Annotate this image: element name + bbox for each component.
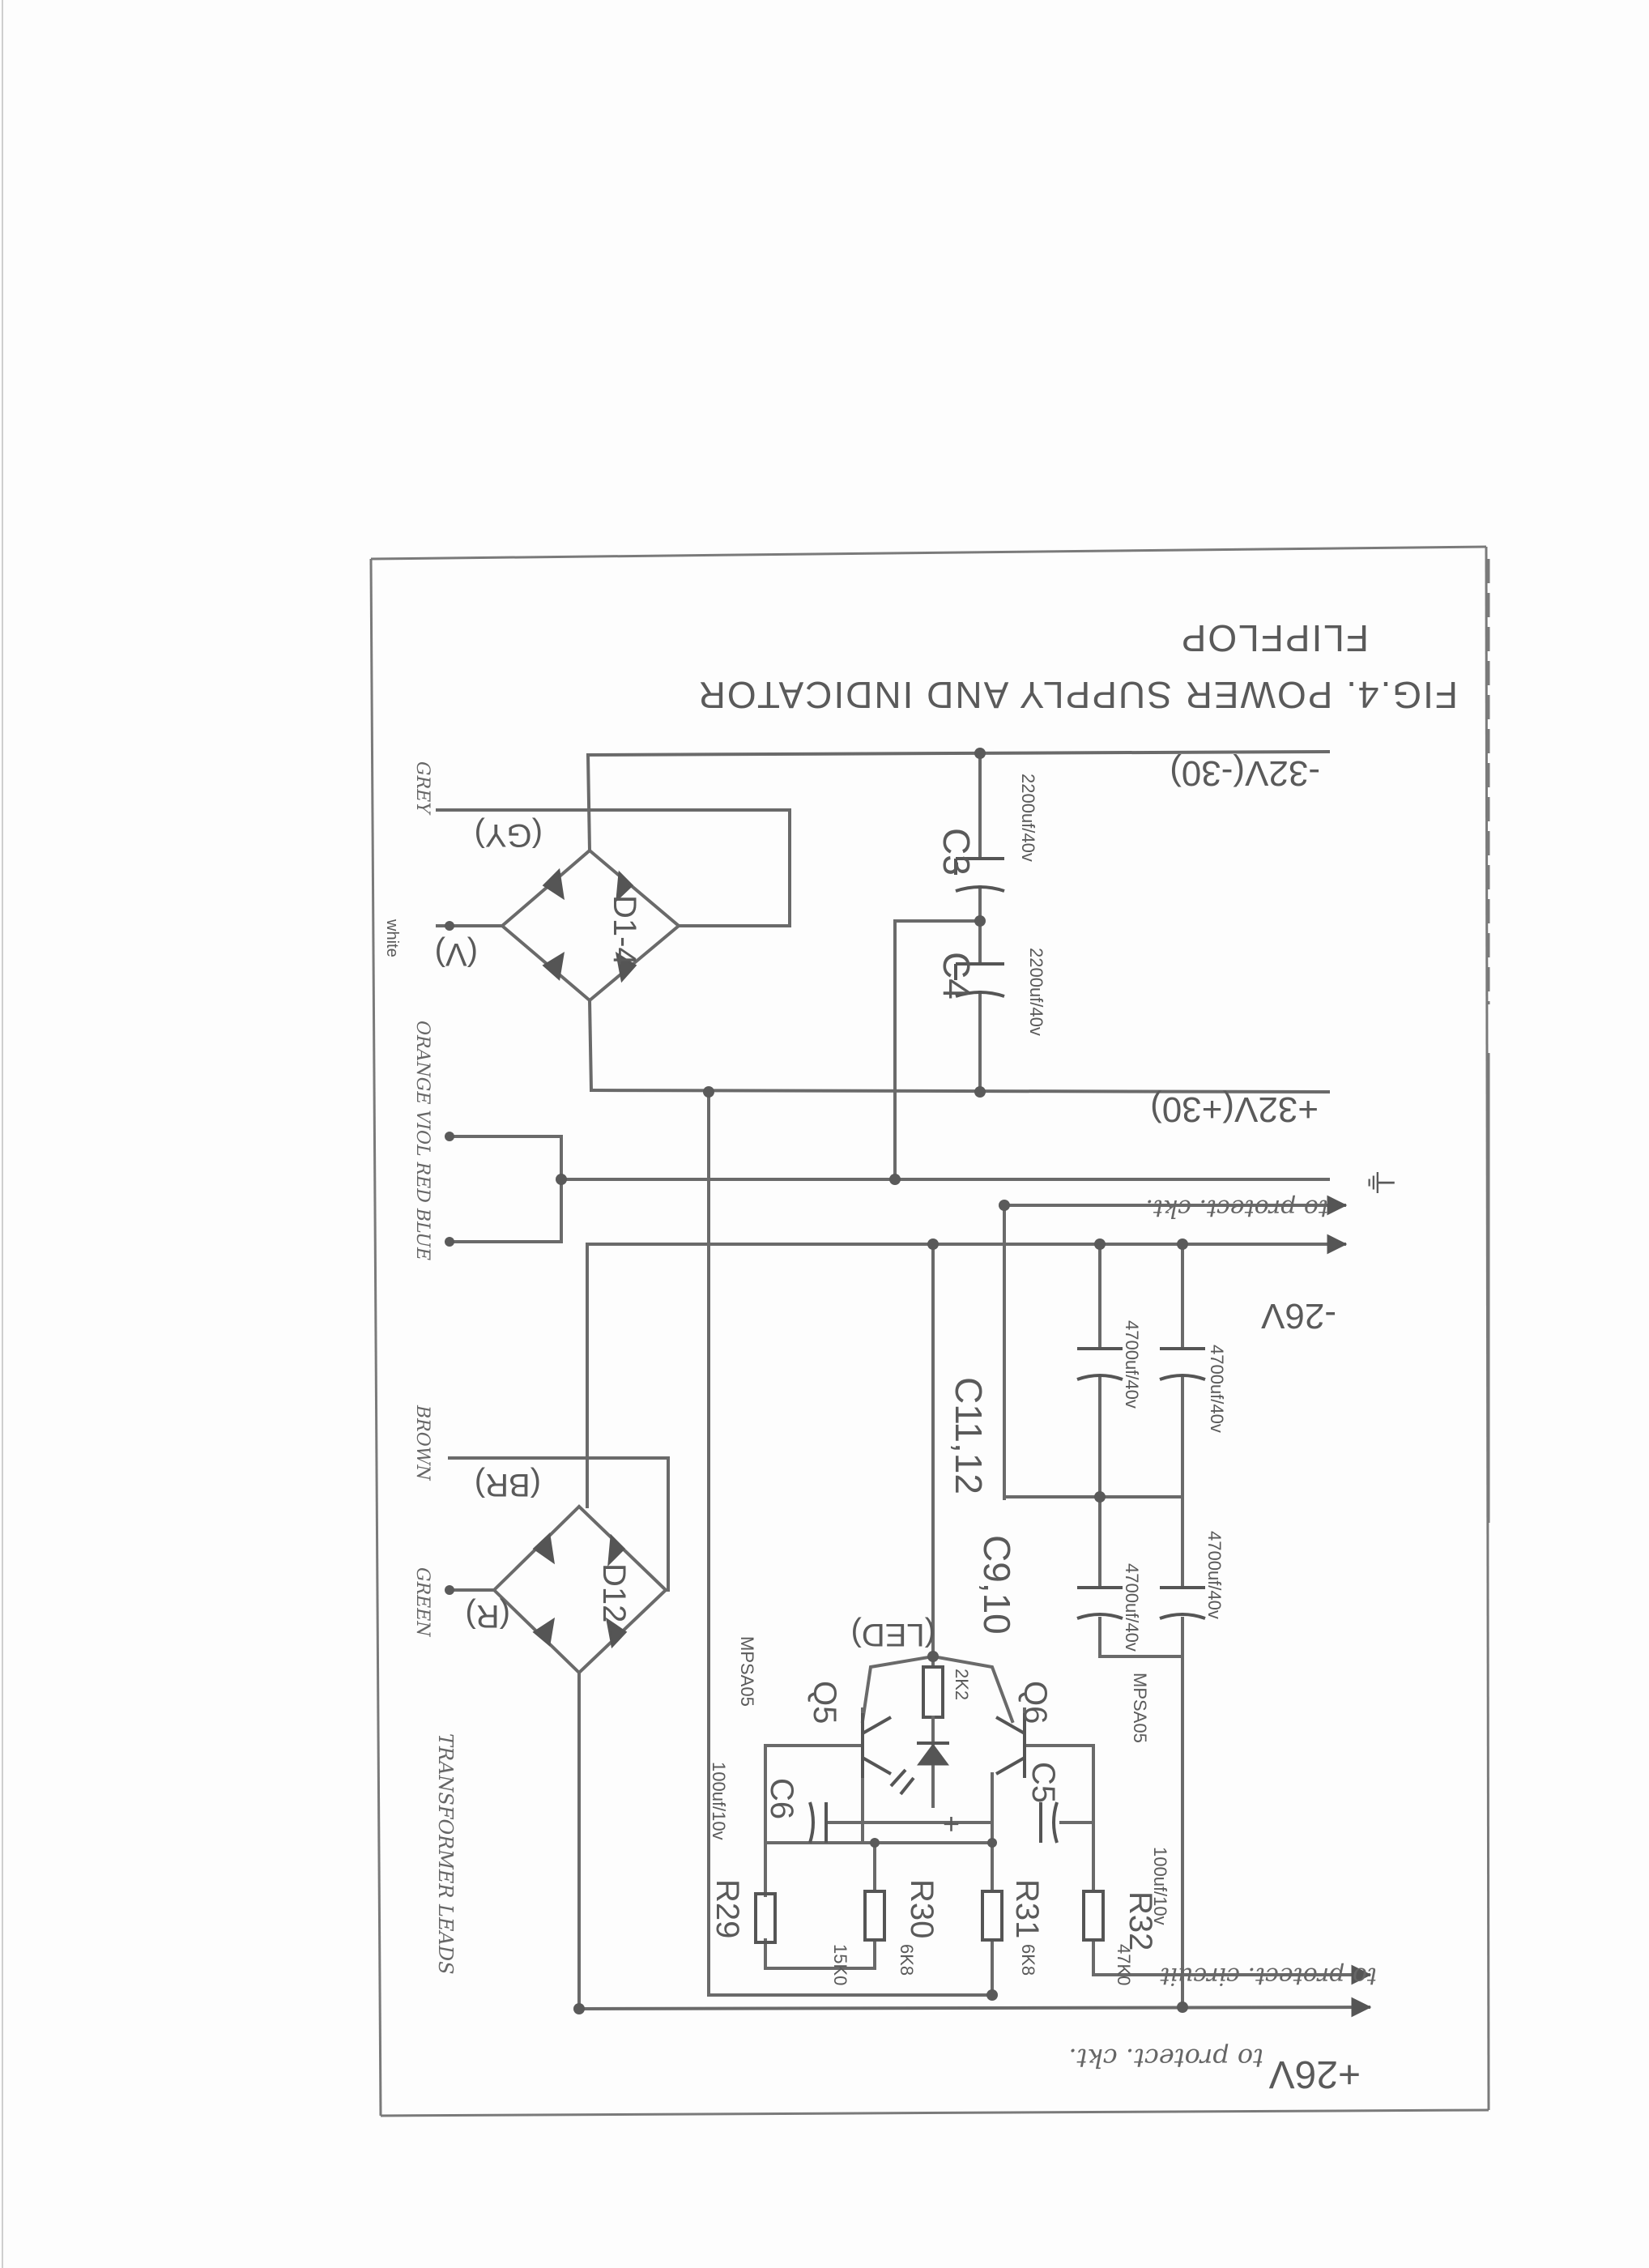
wiring xyxy=(436,749,1371,2011)
arrow-to-protect xyxy=(1327,1195,1348,1216)
capacitor-c9-symbol xyxy=(1076,1586,1123,1620)
capacitor-c5-label: C5 xyxy=(1025,1762,1061,1803)
bridge-d12-label: D12 xyxy=(596,1563,632,1622)
to-protect-label-upper: to protect. ckt. xyxy=(1145,1194,1328,1222)
capacitor-c3-label: C3 xyxy=(935,828,978,876)
junction-dots xyxy=(445,748,1188,2014)
capacitor-c4-value: 2200uf/40v xyxy=(1026,948,1046,1036)
capacitor-c12-symbol xyxy=(1159,1347,1206,1381)
wire-color-white: white xyxy=(383,919,401,957)
resistor-r32-label: R32 xyxy=(1123,1891,1158,1950)
resistor-r30-value: 6K8 xyxy=(897,1944,917,1976)
resistor-r29-symbol xyxy=(754,1892,777,1944)
rail-label-neg26: -26V xyxy=(1260,1296,1336,1336)
bridge-d12-diodes xyxy=(532,1532,628,1649)
capacitor-c11-12-label: C11,12 xyxy=(948,1377,990,1494)
diode-icon xyxy=(605,1617,628,1649)
resistor-2k2-symbol xyxy=(922,1665,944,1719)
capacitor-c9-value: 4700uf/40v xyxy=(1122,1563,1142,1652)
capacitor-c6-label: C6 xyxy=(764,1778,799,1819)
diode-icon xyxy=(616,870,634,902)
arrow-pos26 xyxy=(1351,1997,1372,2018)
resistor-r29-label: R29 xyxy=(709,1879,745,1938)
diode-icon xyxy=(532,1532,556,1565)
transistor-q6-type: MPSA05 xyxy=(1130,1673,1150,1743)
transistor-q6-label: Q6 xyxy=(1017,1681,1053,1724)
transistor-q6-symbol xyxy=(995,1713,1026,1778)
lead-r-label: (R) xyxy=(465,1598,510,1634)
lead-br-label: (BR) xyxy=(475,1467,541,1503)
capacitor-c6-symbol xyxy=(808,1801,828,1844)
capacitor-c4-symbol xyxy=(954,962,1005,998)
wire-color-grey: GREY xyxy=(412,761,432,816)
rail-label-pos32: +32V(+30) xyxy=(1150,1089,1319,1129)
resistor-r31-value: 6K8 xyxy=(1018,1944,1038,1976)
capacitor-c12-value: 4700uf/40v xyxy=(1207,1345,1227,1433)
transistor-q5-symbol xyxy=(861,1713,892,1778)
diode-icon xyxy=(542,868,565,901)
rail-label-pos26: +26V xyxy=(1269,2053,1361,2095)
rail-label-neg32: -32V(-30) xyxy=(1170,753,1320,793)
diode-icon xyxy=(542,952,565,981)
figure-title: FIG.4. POWER SUPPLY AND INDICATOR xyxy=(697,674,1458,716)
figure-subtitle: FLIPFLOP xyxy=(1180,617,1369,659)
led-symbol xyxy=(889,1716,949,1808)
resistor-2k2-value: 2K2 xyxy=(952,1669,972,1700)
resistor-r29-value: 15K0 xyxy=(830,1944,850,1985)
diode-icon xyxy=(615,951,637,983)
capacitor-c3-symbol xyxy=(954,857,1005,893)
capacitor-c10-symbol xyxy=(1159,1586,1206,1620)
diode-icon xyxy=(607,1533,626,1567)
wire-color-brown: BROWN xyxy=(412,1405,432,1481)
capacitor-c4-label: C4 xyxy=(935,952,978,1000)
resistor-r31-label: R31 xyxy=(1009,1879,1045,1938)
ground-symbol-icon: ⏚ xyxy=(1361,1166,1397,1199)
to-protect-label-lower: to protect. ckt. xyxy=(1068,2043,1263,2074)
bridge-d1-4-diodes xyxy=(542,868,637,983)
arrow-neg26 xyxy=(1327,1234,1348,1255)
to-protect-circuit-label: to protect. circuit xyxy=(1160,1962,1377,1990)
capacitor-c3-value: 2200uf/40v xyxy=(1018,774,1038,862)
lead-v-label: (V) xyxy=(435,936,478,972)
transistor-q5-label: Q5 xyxy=(807,1681,842,1724)
lead-gy-label: (GY) xyxy=(475,817,543,853)
transformer-leads-label: TRANSFORMER LEADS xyxy=(434,1733,457,1975)
bridge-d1-4-label: D1-4 xyxy=(607,895,642,966)
arrow-to-protect-circuit xyxy=(1351,1964,1372,1985)
wire-color-orange-violet-red-blue: ORANGE VIOL RED BLUE xyxy=(412,1021,432,1260)
resistor-r30-label: R30 xyxy=(904,1879,940,1938)
transistor-q5-type: MPSA05 xyxy=(737,1636,757,1707)
capacitor-c9-10-label: C9,10 xyxy=(976,1535,1018,1635)
led-label: (LED) xyxy=(851,1617,935,1652)
capacitor-c5-value: 100uf/10v xyxy=(1150,1847,1170,1925)
schematic-labels: FIG.4. POWER SUPPLY AND INDICATOR FLIPFL… xyxy=(383,617,1458,2095)
drawing-frame xyxy=(369,545,1490,2117)
resistor-r32-value: 47K0 xyxy=(1114,1944,1134,1985)
resistor-r32-symbol xyxy=(1082,1890,1105,1942)
capacitor-c11-value: 4700uf/40v xyxy=(1122,1320,1142,1409)
resistor-r30-symbol xyxy=(863,1890,886,1942)
capacitor-c6-value: 100uf/10v xyxy=(709,1762,729,1840)
resistor-r31-symbol xyxy=(981,1890,1003,1942)
capacitor-c5-symbol xyxy=(1039,1801,1059,1844)
diode-icon xyxy=(532,1617,556,1647)
capacitor-c10-value: 4700uf/40v xyxy=(1204,1531,1225,1619)
capacitor-c11-symbol xyxy=(1076,1347,1123,1381)
rail-arrows xyxy=(1327,1195,1372,2018)
led-plus-sign: + xyxy=(943,1808,960,1841)
wire-color-green: GREEN xyxy=(412,1567,432,1637)
